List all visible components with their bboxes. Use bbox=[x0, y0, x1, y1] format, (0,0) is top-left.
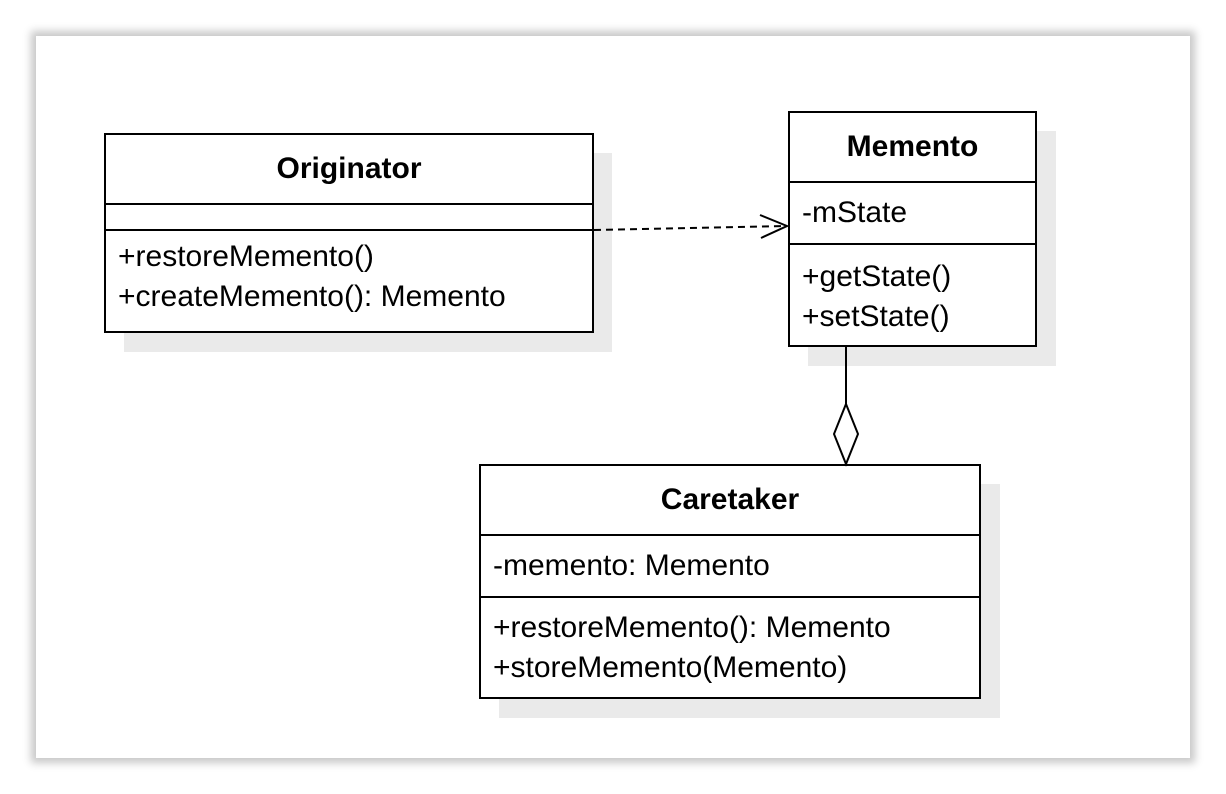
method-item: +getState() bbox=[802, 260, 952, 293]
attributes-compartment: -memento: Memento bbox=[481, 536, 979, 598]
attributes-compartment: -mState bbox=[790, 183, 1035, 245]
class-name: Memento bbox=[790, 113, 1035, 183]
method-item: +restoreMemento(): Memento bbox=[493, 611, 891, 644]
attribute-item: -memento: Memento bbox=[493, 549, 770, 582]
caretaker-class[interactable]: Caretaker -memento: Memento +restoreMeme… bbox=[479, 464, 981, 699]
originator-class[interactable]: Originator +restoreMemento() +createMeme… bbox=[104, 133, 594, 333]
method-item: +storeMemento(Memento) bbox=[493, 651, 848, 684]
methods-compartment: +restoreMemento() +createMemento(): Meme… bbox=[106, 231, 592, 317]
class-name: Originator bbox=[106, 135, 592, 205]
method-item: +restoreMemento() bbox=[118, 240, 374, 273]
method-item: +createMemento(): Memento bbox=[118, 280, 506, 313]
method-item: +setState() bbox=[802, 300, 950, 333]
methods-compartment: +restoreMemento(): Memento +storeMemento… bbox=[481, 598, 979, 688]
attribute-item: -mState bbox=[802, 196, 908, 229]
memento-class[interactable]: Memento -mState +getState() +setState() bbox=[788, 111, 1037, 347]
attributes-compartment bbox=[106, 205, 592, 231]
methods-compartment: +getState() +setState() bbox=[790, 245, 1035, 337]
class-name: Caretaker bbox=[481, 466, 979, 536]
